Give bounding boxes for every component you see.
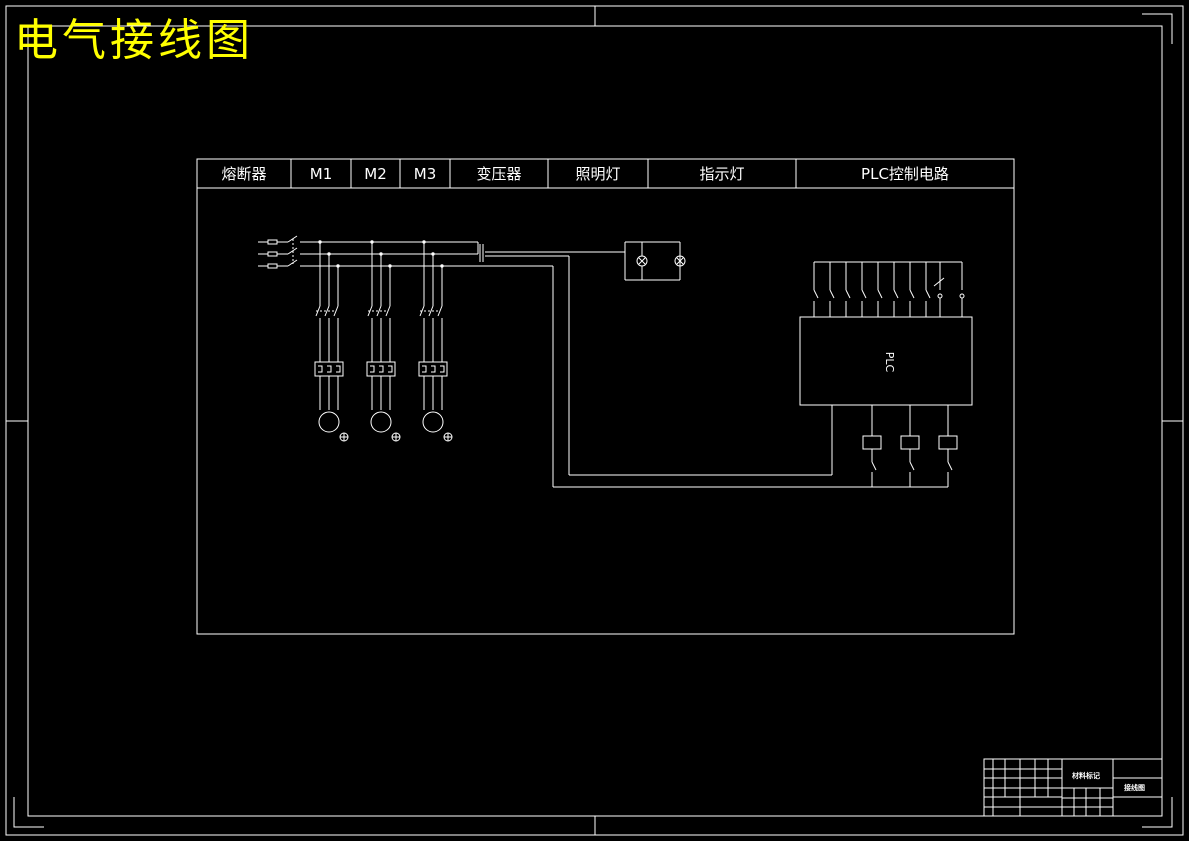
plc-output-relays	[862, 405, 958, 487]
motor-1-symbol	[318, 411, 340, 433]
motor-3-symbol	[422, 411, 444, 433]
title-block-drawing-name: 接线图	[1124, 784, 1145, 792]
header-m2: M2	[364, 165, 387, 183]
control-wiring	[552, 256, 948, 488]
header-m3: M3	[413, 165, 437, 183]
plc-output-relay-1	[862, 405, 882, 487]
drawing-title: 电气接线图	[14, 15, 254, 66]
title-block	[983, 758, 1163, 817]
plc-input-5	[877, 262, 883, 317]
title-block-material-mark: 材料标记	[1072, 772, 1100, 780]
plc-input-9	[937, 262, 943, 317]
motor-2-symbol	[370, 411, 392, 433]
motor-branch-2	[366, 240, 401, 442]
plc-label: PLC	[883, 352, 896, 373]
plc-output-relay-2	[900, 405, 920, 487]
plc-output-relay-3	[938, 405, 958, 487]
motor-branches	[314, 240, 453, 442]
plc-block	[799, 316, 973, 406]
plc-input-8	[925, 262, 931, 317]
header-plc-circuit: PLC控制电路	[861, 165, 949, 183]
lamps	[636, 242, 686, 280]
header-fuse: 熔断器	[221, 165, 267, 183]
motor-branch-3	[418, 240, 453, 442]
motor-branch-1	[314, 240, 349, 442]
header-indicator: 指示灯	[699, 165, 745, 183]
plc-input-3	[845, 262, 851, 317]
header-m1: M1	[309, 165, 333, 183]
outer-border	[5, 5, 1184, 836]
inner-border	[27, 25, 1163, 817]
plc-input-switches	[813, 261, 965, 317]
plc-input-6	[893, 262, 899, 317]
header-transformer: 变压器	[476, 165, 522, 183]
diagram-frame	[196, 158, 1015, 635]
plc-input-1	[813, 262, 819, 317]
plc-input-2	[829, 262, 835, 317]
plc-input-10	[959, 262, 965, 317]
plc-input-7	[909, 262, 915, 317]
header-lighting: 照明灯	[575, 165, 621, 183]
plc-input-4	[861, 262, 867, 317]
transformer-symbol	[477, 241, 681, 281]
